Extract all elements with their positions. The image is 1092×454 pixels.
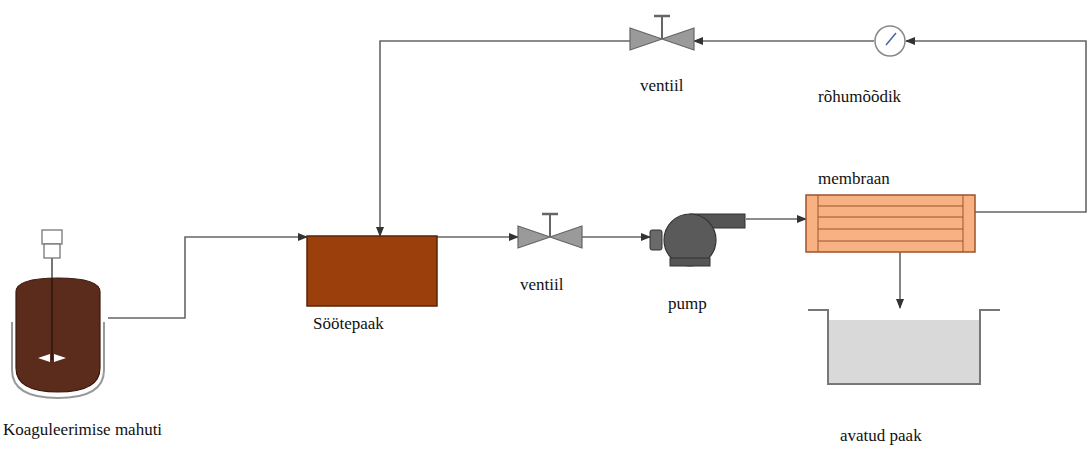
feed-tank-outline: [307, 236, 437, 306]
pressure-gauge-outline: [874, 25, 906, 57]
pipe-connector: [899, 252, 901, 308]
equipment-label: ventiil: [640, 76, 683, 96]
pipe-connector: [906, 41, 1086, 212]
coagulation-tank-outline: [8, 230, 108, 398]
equipment-label: Koaguleerimise mahuti: [3, 420, 162, 440]
equipment-label: avatud paak: [840, 426, 922, 446]
pressure-gauge: rõhumõõdik: [874, 25, 906, 57]
valve-symbol: ventiil: [518, 212, 582, 250]
equipment-label: pump: [668, 294, 707, 314]
valve-symbol-outline: [518, 212, 582, 250]
pump-symbol-outline: [650, 212, 746, 267]
equipment-label: Söötepaak: [313, 314, 384, 334]
pipe-connector: [694, 40, 874, 42]
open-tank-outline: [808, 308, 1000, 386]
valve-symbol-outline: [630, 14, 694, 52]
membrane-module-outline: [806, 195, 975, 252]
coagulation-tank: Koaguleerimise mahuti: [8, 230, 108, 398]
pipe-connector: [380, 41, 630, 236]
equipment-label: ventiil: [520, 275, 563, 295]
equipment-label: membraan: [818, 169, 890, 189]
pipe-connector: [108, 237, 307, 318]
pipe-connector: [746, 218, 806, 220]
equipment-label: rõhumõõdik: [818, 87, 901, 107]
pipe-connector: [582, 236, 650, 238]
pipe-connector: [437, 236, 518, 238]
feed-tank: Söötepaak: [307, 236, 437, 306]
open-tank: avatud paak: [808, 308, 1000, 386]
valve-symbol: ventiil: [630, 14, 694, 52]
pump-symbol: pump: [650, 212, 746, 267]
membrane-module: membraan: [806, 195, 975, 252]
